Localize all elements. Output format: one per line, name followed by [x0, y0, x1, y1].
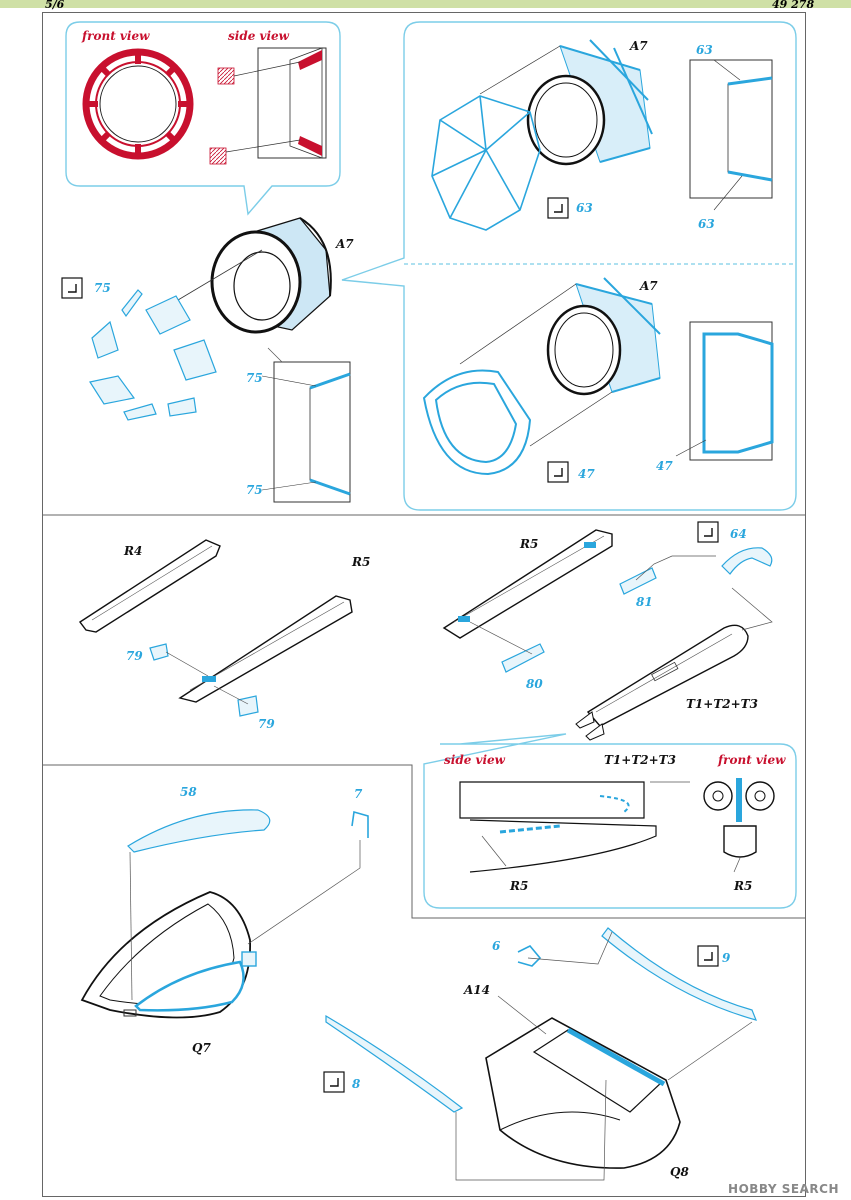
a7-nozzle-upper: [526, 39, 653, 166]
label-q7: Q7: [192, 1041, 211, 1055]
side-view-upper: [689, 59, 773, 211]
etch-label-80: 80: [526, 677, 543, 691]
etch-label-75-a: 75: [94, 281, 111, 295]
etch-9: [601, 927, 758, 1021]
etch-label-75-b: 75: [246, 371, 263, 385]
part-q8-a14: [485, 1017, 681, 1169]
etch-7: [351, 810, 369, 838]
etch-8: [325, 1014, 464, 1113]
label-q8: Q8: [670, 1165, 689, 1179]
label-r5-callout: R5: [509, 879, 528, 893]
etch-label-47-a: 47: [578, 467, 595, 481]
label-r5-right: R5: [519, 537, 538, 551]
etch-label-58: 58: [180, 785, 197, 799]
label-r5-left: R5: [351, 555, 370, 569]
label-a7-upper: A7: [629, 39, 648, 53]
part-t1-t2-t3: [575, 624, 749, 741]
side-view-nozzle: [209, 47, 327, 165]
page-number: 5/6: [45, 0, 65, 11]
header-bar: [0, 0, 851, 8]
etch-label-63-b: 63: [698, 217, 715, 231]
leader-lines: [129, 347, 773, 1181]
label-a7-lower: A7: [639, 279, 658, 293]
label-a14: A14: [463, 983, 490, 997]
callout-t-detail: [423, 733, 797, 909]
etch-label-47-b: 47: [656, 459, 673, 473]
part-r5-left: [178, 595, 353, 703]
side-view-lower: [675, 321, 774, 461]
label-front-view: front view: [81, 29, 150, 43]
etch-label-8: 8: [352, 1077, 361, 1091]
label-t123-callout: T1+T2+T3: [604, 753, 676, 767]
front-view-ring: [82, 48, 194, 160]
step-check-boxes: [61, 197, 719, 1093]
part-r5-right: [442, 529, 613, 639]
label-a7-main: A7: [335, 237, 354, 251]
label-side-view: side view: [228, 29, 290, 43]
etch-label-63-c: 63: [576, 201, 593, 215]
part-q7: [80, 891, 257, 1019]
a7-petals-upper: [431, 45, 561, 231]
etch-label-9: 9: [722, 951, 731, 965]
a7-main-nozzle: [177, 217, 332, 334]
a7-nozzle-lower: [546, 277, 661, 396]
label-r4: R4: [123, 544, 142, 558]
section-divider-2: [42, 764, 806, 919]
kit-number: 49 278: [772, 0, 815, 11]
part-r4: [78, 539, 221, 633]
callout-front-side-view: [65, 21, 341, 216]
etch-label-75-c: 75: [246, 483, 263, 497]
etch-label-81: 81: [636, 595, 653, 609]
label-r5-front: R5: [733, 879, 752, 893]
check-arrows: [68, 204, 713, 1087]
etch-label-79-a: 79: [126, 649, 143, 663]
etch-58: [127, 809, 271, 853]
callout-a7-detail: [341, 21, 797, 511]
etch-80-81-64: [501, 547, 773, 673]
watermark: HOBBY SEARCH: [728, 1182, 839, 1196]
etch-label-79-b: 79: [258, 717, 275, 731]
etch-6: [517, 945, 542, 967]
instruction-frame: [42, 12, 806, 1197]
etch-label-6: 6: [492, 939, 501, 953]
etch-label-64: 64: [730, 527, 747, 541]
a7-ring-lower: [422, 283, 613, 476]
label-t123: T1+T2+T3: [686, 697, 758, 711]
etch-75-pieces: [89, 289, 217, 421]
label-side-view-2: side view: [444, 753, 506, 767]
etch-label-63-a: 63: [696, 43, 713, 57]
etch-label-7: 7: [354, 787, 363, 801]
side-view-75: [261, 361, 351, 503]
label-front-view-2: front view: [717, 753, 786, 767]
